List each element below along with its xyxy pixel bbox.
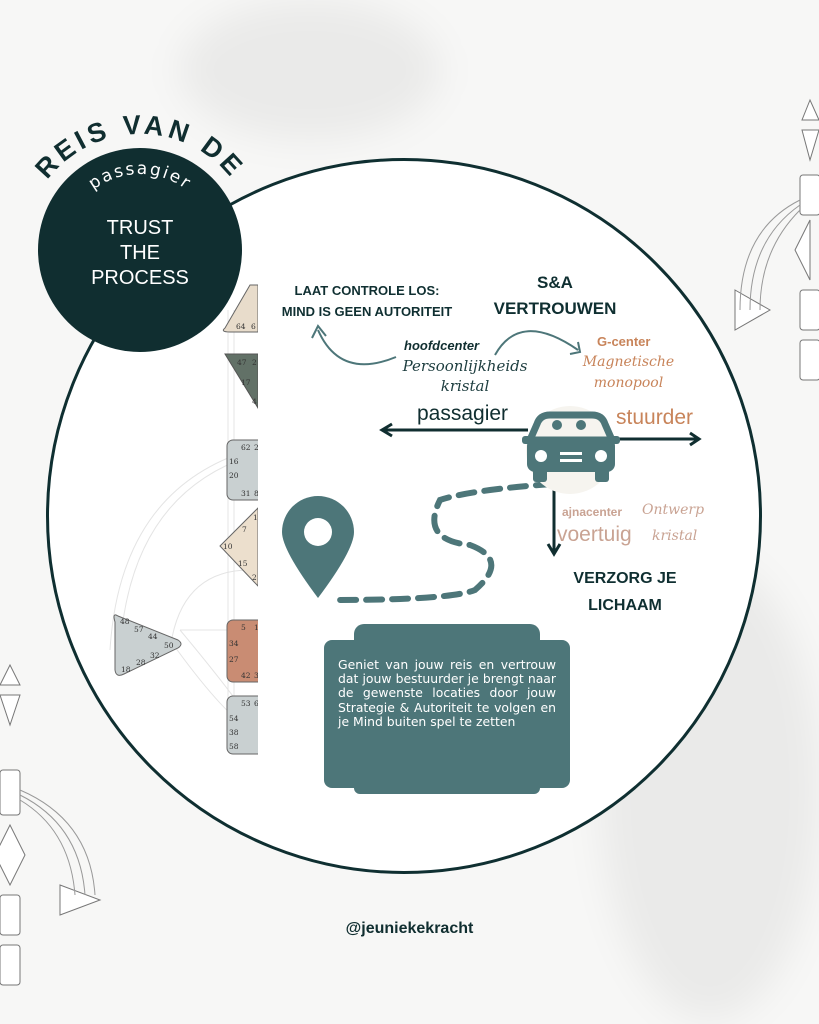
head-center <box>222 284 258 333</box>
gate-label: 17 <box>241 378 251 387</box>
voertuig-label: voertuig <box>557 523 632 546</box>
text-line: Magnetische <box>582 354 675 370</box>
gate-label: 50 <box>164 641 174 650</box>
gate-label: 1 <box>254 623 258 632</box>
hoofdcenter-label: hoofdcenter <box>404 338 480 353</box>
arrow-down-icon <box>546 490 562 557</box>
ontwerp-script: Ontwerp <box>642 502 705 518</box>
bodygraph-decoration-left <box>0 663 102 986</box>
hoofdcenter-script: Persoonlijkheids kristal <box>400 356 530 396</box>
sacral-center <box>226 619 258 683</box>
ajnacenter-label: ajnacenter <box>562 505 623 519</box>
gate-label: 53 <box>241 699 251 708</box>
gate-label: 31 <box>241 489 251 498</box>
gate-label: 2 <box>252 573 257 582</box>
bodygraph: 64 6 47 2 17 4 62 2 16 20 31 8 1 7 10 15… <box>109 284 258 755</box>
gate-label: 10 <box>223 542 233 551</box>
gate-label: 48 <box>120 617 130 626</box>
curved-arrow-icon <box>494 330 579 356</box>
gate-label: 1 <box>253 513 258 522</box>
gate-label: 42 <box>241 671 251 680</box>
curved-arrow-icon <box>317 329 397 366</box>
gate-label: 7 <box>242 525 247 534</box>
gate-label: 34 <box>229 639 239 648</box>
gate-label: 2 <box>254 443 258 452</box>
gate-label: 15 <box>238 559 248 568</box>
arrow-right-icon <box>612 431 702 447</box>
car-icon <box>522 411 620 482</box>
social-handle: @jeuniekekracht <box>345 920 474 937</box>
badge-line: THE <box>120 242 160 264</box>
bodygraph-decoration-right <box>734 98 819 381</box>
g-center-script: Magnetische monopool <box>576 352 681 394</box>
gate-label: 20 <box>229 471 239 480</box>
gate-label: 54 <box>229 714 239 723</box>
gate-label: 44 <box>148 632 158 641</box>
laat-controle-text: LAAT CONTROLE LOS: MIND IS GEEN AUTORITE… <box>262 280 472 322</box>
spleen-center <box>113 614 182 676</box>
g-center <box>219 507 258 587</box>
gate-label: 16 <box>229 457 239 466</box>
gate-label: 4 <box>252 397 257 406</box>
passagier-label: passagier <box>417 402 509 425</box>
badge-line: TRUST <box>106 217 174 239</box>
arrow-left-icon <box>379 422 528 438</box>
gate-label: 27 <box>229 655 239 664</box>
gate-label: 2 <box>252 358 257 367</box>
text-line: MIND IS GEEN AUTORITEIT <box>281 304 453 319</box>
g-center-label: G-center <box>597 334 651 349</box>
text-line: VERZORG JE <box>573 570 677 587</box>
gate-label: 32 <box>150 651 160 660</box>
gate-label: 3 <box>254 671 258 680</box>
gate-label: 47 <box>237 358 247 367</box>
text-line: kristal <box>440 377 490 395</box>
gate-label: 62 <box>241 443 251 452</box>
gate-label: 57 <box>134 625 144 634</box>
kristal-script: kristal <box>652 528 698 544</box>
gate-label: 6 <box>254 699 258 708</box>
info-box: Geniet van jouw reis en vertrouw dat jou… <box>324 624 570 794</box>
gate-label: 18 <box>121 665 131 674</box>
info-text: Geniet van jouw reis en vertrouw dat jou… <box>338 657 556 729</box>
plant-shadow <box>180 0 440 140</box>
text-line: monopool <box>593 375 664 391</box>
gate-label: 8 <box>254 489 258 498</box>
verzorg-text: VERZORG JE LICHAAM <box>550 565 700 619</box>
gate-label: 5 <box>241 623 246 632</box>
ajna-center <box>224 353 258 409</box>
dashed-route <box>332 481 555 603</box>
throat-center <box>226 439 258 501</box>
gate-label: 6 <box>251 322 256 331</box>
text-line: LICHAAM <box>588 597 662 614</box>
gate-label: 64 <box>236 322 246 331</box>
stuurder-label: stuurder <box>616 406 694 429</box>
text-line: VERTROUWEN <box>493 299 617 318</box>
text-line: S&A <box>537 273 573 292</box>
text-line: LAAT CONTROLE LOS: <box>294 283 440 298</box>
sa-vertrouwen-text: S&A VERTROUWEN <box>490 270 620 322</box>
trust-badge: TRUST THE PROCESS <box>38 148 242 352</box>
text-line: Persoonlijkheids <box>402 357 528 375</box>
gate-label: 58 <box>229 742 239 751</box>
gate-label: 38 <box>229 728 239 737</box>
root-center <box>226 695 258 755</box>
gate-label: 28 <box>136 658 146 667</box>
badge-line: PROCESS <box>91 267 189 289</box>
location-pin-icon <box>282 496 354 598</box>
